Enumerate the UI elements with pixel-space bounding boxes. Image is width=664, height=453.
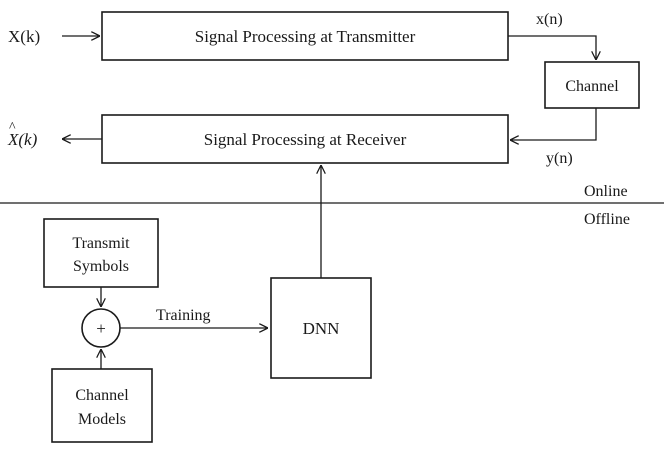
receiver-block (101, 114, 509, 164)
adder-symbol: + (96, 319, 106, 338)
online-label: Online (584, 183, 628, 200)
training-label: Training (156, 307, 211, 324)
channel-block (544, 61, 640, 109)
dnn-block (270, 277, 372, 379)
x-n-label: x(n) (536, 11, 563, 28)
channel-label: Channel (565, 78, 619, 95)
transmit-symbols-label-line2: Symbols (73, 258, 129, 275)
output-x-hat-label: X(k) (7, 130, 38, 149)
input-x-k-label: X(k) (8, 27, 40, 46)
channel-models-label-line2: Models (78, 411, 126, 428)
channel-models-block (51, 368, 153, 443)
transmit-symbols-block (43, 218, 159, 288)
channel-to-rx-arrow (510, 108, 597, 140)
offline-label: Offline (584, 211, 630, 228)
dnn-label: DNN (303, 319, 340, 338)
x-hat-accent: ^ (9, 120, 16, 135)
receiver-label: Signal Processing at Receiver (204, 130, 407, 149)
y-n-label: y(n) (546, 150, 573, 167)
transmit-symbols-label-line1: Transmit (72, 235, 130, 252)
transmitter-label: Signal Processing at Transmitter (195, 27, 416, 46)
channel-models-label-line1: Channel (75, 387, 129, 404)
tx-to-channel-arrow (508, 35, 596, 60)
